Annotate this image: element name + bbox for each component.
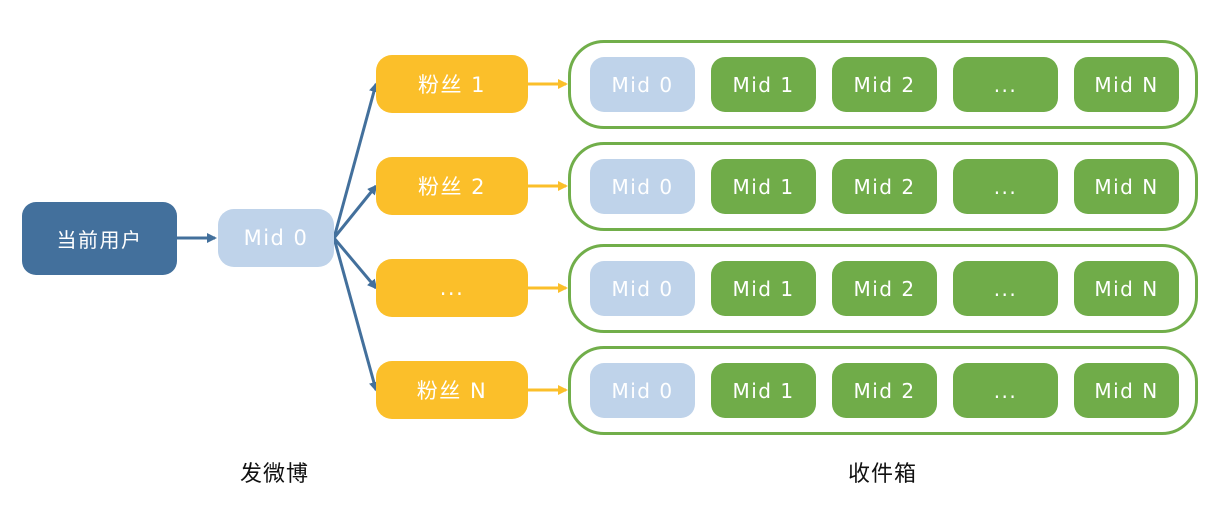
inbox-message: Mid 1: [711, 363, 816, 418]
inbox-message: ...: [953, 261, 1058, 316]
inbox-3: Mid 0 Mid 1 Mid 2 ... Mid N: [568, 244, 1198, 333]
follower-node-1: 粉丝 1: [376, 55, 528, 113]
inbox-message: Mid 0: [590, 57, 695, 112]
inbox-message: Mid N: [1074, 57, 1179, 112]
posted-message-node: Mid 0: [218, 209, 334, 267]
inbox-message: Mid 2: [832, 261, 937, 316]
arrow-post-to-follower-4: [332, 237, 379, 392]
inbox-message: Mid 1: [711, 261, 816, 316]
follower-node-2: 粉丝 2: [376, 157, 528, 215]
inbox-message: Mid 0: [590, 363, 695, 418]
inbox-message: Mid 2: [832, 159, 937, 214]
inbox-message: Mid 1: [711, 57, 816, 112]
arrow-post-to-follower-1: [332, 82, 379, 239]
arrow-post-to-follower-3: [332, 237, 378, 290]
inbox-4: Mid 0 Mid 1 Mid 2 ... Mid N: [568, 346, 1198, 435]
inbox-message: Mid 2: [832, 57, 937, 112]
inbox-message: Mid N: [1074, 159, 1179, 214]
inbox-message: Mid 1: [711, 159, 816, 214]
post-caption: 发微博: [240, 462, 310, 487]
inbox-2: Mid 0 Mid 1 Mid 2 ... Mid N: [568, 142, 1198, 231]
inbox-message: ...: [953, 57, 1058, 112]
arrow-post-to-follower-2: [332, 184, 378, 239]
inbox-message: Mid N: [1074, 261, 1179, 316]
follower-node-4: 粉丝 N: [376, 361, 528, 419]
inbox-caption: 收件箱: [848, 462, 918, 487]
current-user-node: 当前用户: [22, 202, 177, 275]
inbox-message: Mid 2: [832, 363, 937, 418]
inbox-message: Mid 0: [590, 261, 695, 316]
inbox-message: ...: [953, 363, 1058, 418]
inbox-1: Mid 0 Mid 1 Mid 2 ... Mid N: [568, 40, 1198, 129]
follower-node-3: ...: [376, 259, 528, 317]
inbox-message: Mid N: [1074, 363, 1179, 418]
inbox-message: Mid 0: [590, 159, 695, 214]
inbox-message: ...: [953, 159, 1058, 214]
